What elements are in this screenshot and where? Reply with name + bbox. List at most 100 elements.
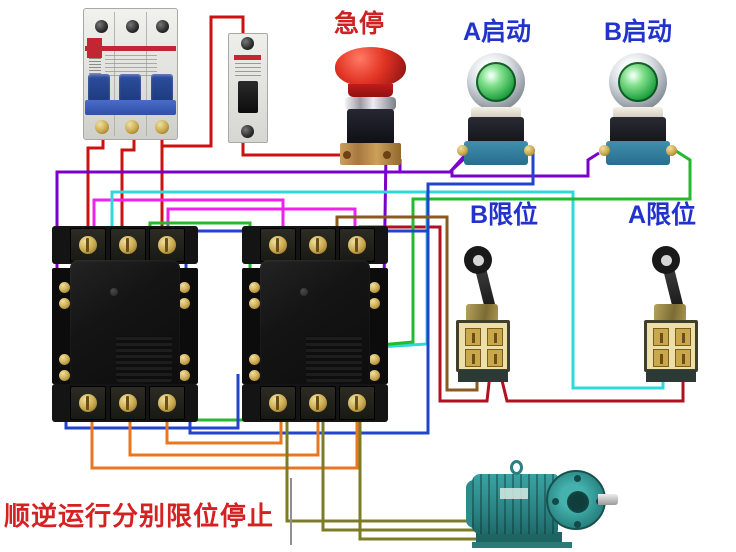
case-ridges bbox=[116, 336, 172, 382]
aux-screw bbox=[249, 354, 260, 365]
mushroom-cap bbox=[335, 47, 406, 87]
limit-a-label: A限位 bbox=[628, 201, 697, 229]
terminal-screw bbox=[155, 120, 169, 134]
terminal-cell bbox=[149, 228, 185, 262]
aux-screw bbox=[369, 282, 380, 293]
terminal bbox=[457, 145, 468, 156]
aux-screw bbox=[179, 370, 190, 381]
button-housing bbox=[347, 109, 394, 145]
aux-screw bbox=[59, 370, 70, 381]
aux-screw bbox=[369, 354, 380, 365]
three-pole-breaker bbox=[83, 8, 178, 140]
screw-slot bbox=[355, 238, 358, 252]
chrome-ring bbox=[345, 97, 396, 110]
aux-screw bbox=[59, 298, 70, 309]
aux-screw bbox=[179, 298, 190, 309]
toggle-bar bbox=[85, 100, 176, 115]
motor-base-pad bbox=[472, 542, 572, 548]
rating-print bbox=[105, 55, 157, 77]
switch-body bbox=[456, 320, 510, 372]
switch-body bbox=[644, 320, 698, 372]
terminal-cell bbox=[260, 386, 296, 420]
motor-shaft bbox=[598, 494, 618, 505]
terminal bbox=[524, 145, 535, 156]
terminal-cell bbox=[300, 386, 336, 420]
terminal-cell bbox=[70, 386, 106, 420]
switch-base bbox=[458, 370, 508, 382]
terminal-cell bbox=[339, 386, 375, 420]
terminal-screw bbox=[156, 20, 169, 33]
aux-screw bbox=[59, 282, 70, 293]
screw-slot bbox=[276, 238, 279, 252]
terminal-screw bbox=[241, 37, 254, 50]
start-button-b bbox=[597, 53, 679, 165]
contact-base bbox=[464, 141, 528, 165]
motor-body bbox=[472, 474, 558, 534]
screw-slot bbox=[165, 396, 168, 410]
terminal-cell bbox=[70, 228, 106, 262]
aux-screw bbox=[249, 370, 260, 381]
screw-slot bbox=[126, 238, 129, 252]
screw-slot bbox=[276, 396, 279, 410]
aux-screw bbox=[179, 282, 190, 293]
breaker-toggle bbox=[151, 74, 173, 102]
terminal-panel bbox=[459, 323, 507, 369]
rating-print bbox=[235, 63, 261, 79]
divider-line bbox=[290, 478, 292, 545]
terminal bbox=[343, 151, 351, 159]
single-pole-breaker bbox=[228, 33, 268, 143]
terminal bbox=[675, 328, 691, 346]
terminal bbox=[653, 328, 669, 346]
flange-bolt bbox=[574, 521, 581, 528]
top-terminal-block bbox=[52, 226, 198, 264]
screw-slot bbox=[355, 396, 358, 410]
limit-switch-a bbox=[640, 246, 702, 382]
mount-bracket bbox=[654, 304, 686, 322]
contact-base bbox=[340, 143, 401, 165]
brand-stripe bbox=[234, 55, 261, 60]
limit-switch-b bbox=[452, 246, 514, 382]
terminal-cell bbox=[300, 228, 336, 262]
aux-screw bbox=[249, 298, 260, 309]
motor-feet bbox=[476, 532, 562, 543]
contactor-1 bbox=[40, 226, 210, 422]
green-lens bbox=[476, 62, 516, 102]
screw-slot bbox=[316, 396, 319, 410]
top-terminal-block bbox=[242, 226, 388, 264]
shaft-hub bbox=[567, 491, 589, 513]
limit-b-label: B限位 bbox=[470, 201, 539, 229]
roller-icon bbox=[464, 246, 492, 274]
screw-slot bbox=[316, 238, 319, 252]
terminal-cell bbox=[110, 386, 146, 420]
terminal-cell bbox=[339, 228, 375, 262]
breaker-toggle bbox=[238, 81, 258, 113]
case-ridges bbox=[306, 336, 362, 382]
contact-base bbox=[606, 141, 670, 165]
collar bbox=[471, 107, 521, 119]
aux-screw bbox=[369, 370, 380, 381]
flange-bolt bbox=[552, 498, 559, 505]
mount-bracket bbox=[466, 304, 498, 322]
cap-neck bbox=[348, 84, 393, 97]
screw-slot bbox=[86, 238, 89, 252]
breaker-toggle bbox=[119, 74, 141, 102]
aux-screw bbox=[179, 354, 190, 365]
contactor-face bbox=[260, 260, 370, 390]
start-button-a bbox=[455, 53, 537, 165]
terminal-cell bbox=[110, 228, 146, 262]
terminal bbox=[383, 151, 391, 159]
terminal bbox=[599, 145, 610, 156]
cooling-fins bbox=[472, 474, 558, 534]
collar bbox=[613, 107, 663, 119]
terminal-panel bbox=[647, 323, 695, 369]
contactor-2 bbox=[230, 226, 400, 422]
bottom-terminal-block bbox=[52, 384, 198, 422]
lifting-eye bbox=[510, 460, 523, 475]
terminal-screw bbox=[125, 120, 139, 134]
start-b-label: B启动 bbox=[604, 18, 673, 46]
terminal-cell bbox=[149, 386, 185, 420]
terminal bbox=[666, 145, 677, 156]
terminal bbox=[675, 349, 691, 367]
terminal-screw bbox=[95, 20, 108, 33]
